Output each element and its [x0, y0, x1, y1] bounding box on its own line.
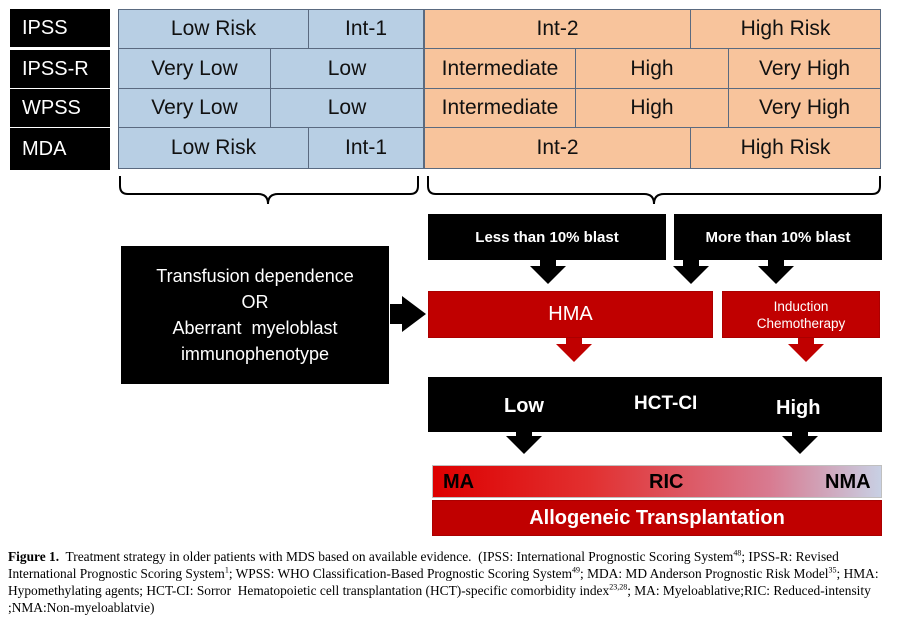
- induction-line-2: Chemotherapy: [756, 315, 846, 331]
- ipssr-intermediate: Intermediate: [424, 48, 576, 89]
- lower-risk-brace: [119, 176, 419, 205]
- score-label-ipss-r: IPSS-R: [10, 50, 110, 88]
- arrow-hma-down: [556, 338, 592, 362]
- caption-text-5: ; HMA: Hypomethylating agents; HCT-CI: S…: [8, 566, 882, 598]
- ipss-int1: Int-1: [308, 9, 424, 49]
- mda-int1: Int-1: [308, 127, 424, 169]
- caption-ref-1: 48: [733, 548, 742, 558]
- allogeneic-transplantation-box: Allogeneic Transplantation: [432, 500, 882, 536]
- ric-label: RIC: [649, 471, 684, 493]
- score-label-wpss: WPSS: [10, 89, 110, 127]
- transfusion-line-3: Aberrant myeloblast: [172, 318, 338, 338]
- hma-box: HMA: [428, 291, 713, 338]
- transfusion-line-2: OR: [241, 292, 269, 312]
- transfusion-line-4: immunophenotype: [180, 344, 330, 364]
- wpss-intermediate: Intermediate: [424, 88, 576, 128]
- ipssr-very-low: Very Low: [118, 48, 271, 89]
- figure-caption: Figure 1. Treatment strategy in older pa…: [8, 548, 888, 616]
- arrow-hct-high-down: [782, 430, 818, 454]
- caption-ref-3: 49: [572, 565, 581, 575]
- ipssr-very-high: Very High: [728, 48, 881, 89]
- caption-text-1: Treatment strategy in older patients wit…: [59, 549, 734, 564]
- caption-ref-2: 1: [224, 565, 229, 575]
- mda-high-risk: High Risk: [690, 127, 881, 169]
- less-blast-box: Less than 10% blast: [428, 214, 666, 260]
- more-blast-box: More than 10% blast: [674, 214, 882, 260]
- higher-risk-brace: [427, 176, 881, 205]
- arrow-less-blast-down: [530, 258, 566, 284]
- arrow-more-blast-right-down: [758, 258, 794, 284]
- ipssr-low: Low: [270, 48, 424, 89]
- nma-label: NMA: [825, 471, 871, 493]
- caption-label: Figure 1.: [8, 549, 60, 564]
- ipss-low-risk: Low Risk: [118, 9, 309, 49]
- wpss-high: High: [575, 88, 729, 128]
- wpss-low: Low: [270, 88, 424, 128]
- ipss-int2: Int-2: [424, 9, 691, 49]
- transfusion-line-1: Transfusion dependence: [156, 266, 354, 286]
- hct-low-label: Low: [504, 395, 544, 417]
- hct-ci-label: HCT-CI: [634, 393, 698, 414]
- transfusion-box: Transfusion dependence OR Aberrant myelo…: [121, 246, 389, 384]
- arrow-hct-low-down: [506, 430, 542, 454]
- induction-line-1: Induction: [773, 298, 829, 314]
- conditioning-intensity-bar: MA RIC NMA: [432, 465, 882, 498]
- ipssr-high: High: [575, 48, 729, 89]
- hct-ci-box: Low HCT-CI High: [428, 377, 882, 432]
- ma-label: MA: [443, 471, 475, 493]
- score-label-ipss: IPSS: [10, 9, 110, 47]
- score-label-mda: MDA: [10, 128, 110, 170]
- wpss-very-low: Very Low: [118, 88, 271, 128]
- arrow-more-blast-left-down: [673, 258, 709, 284]
- caption-text-6: ; MA: Myeloablative;RIC: Reduced-intensi…: [8, 583, 871, 615]
- hct-high-label: High: [776, 397, 821, 419]
- caption-ref-5: 23,28: [609, 582, 628, 592]
- caption-ref-4: 35: [828, 565, 837, 575]
- induction-box: Induction Chemotherapy: [722, 291, 880, 338]
- mda-int2: Int-2: [424, 127, 691, 169]
- caption-text-2: ; IPSS-R: Revised International Prognost…: [8, 549, 839, 581]
- mda-low-risk: Low Risk: [118, 127, 309, 169]
- caption-text-3: ; WPSS: WHO Classification-Based Prognos…: [228, 566, 573, 581]
- arrow-induction-down: [788, 338, 824, 362]
- arrow-transfusion-right: [390, 296, 426, 332]
- ipss-high-risk: High Risk: [690, 9, 881, 49]
- caption-text-4: ; MDA: MD Anderson Prognostic Risk Model: [580, 566, 829, 581]
